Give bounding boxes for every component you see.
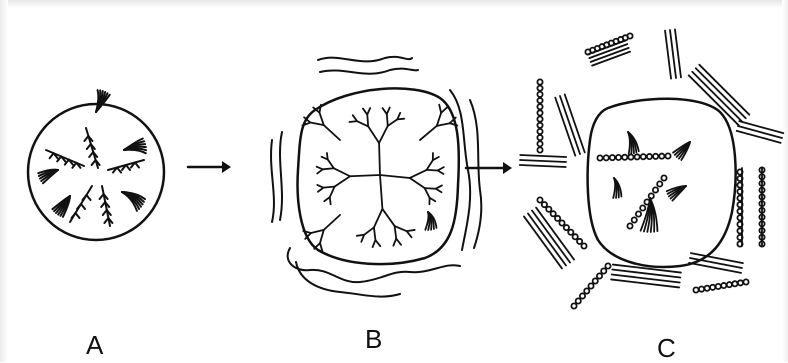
stage-c-cell bbox=[520, 29, 784, 308]
stage-c-label: C bbox=[657, 335, 676, 361]
arrow-right-icon bbox=[466, 162, 512, 174]
arrow-right-icon bbox=[188, 161, 231, 173]
stage-b-cell bbox=[271, 57, 481, 297]
stage-a-cell bbox=[28, 90, 164, 240]
stage-a-label: A bbox=[86, 332, 103, 358]
stage-b-label: B bbox=[365, 326, 382, 352]
